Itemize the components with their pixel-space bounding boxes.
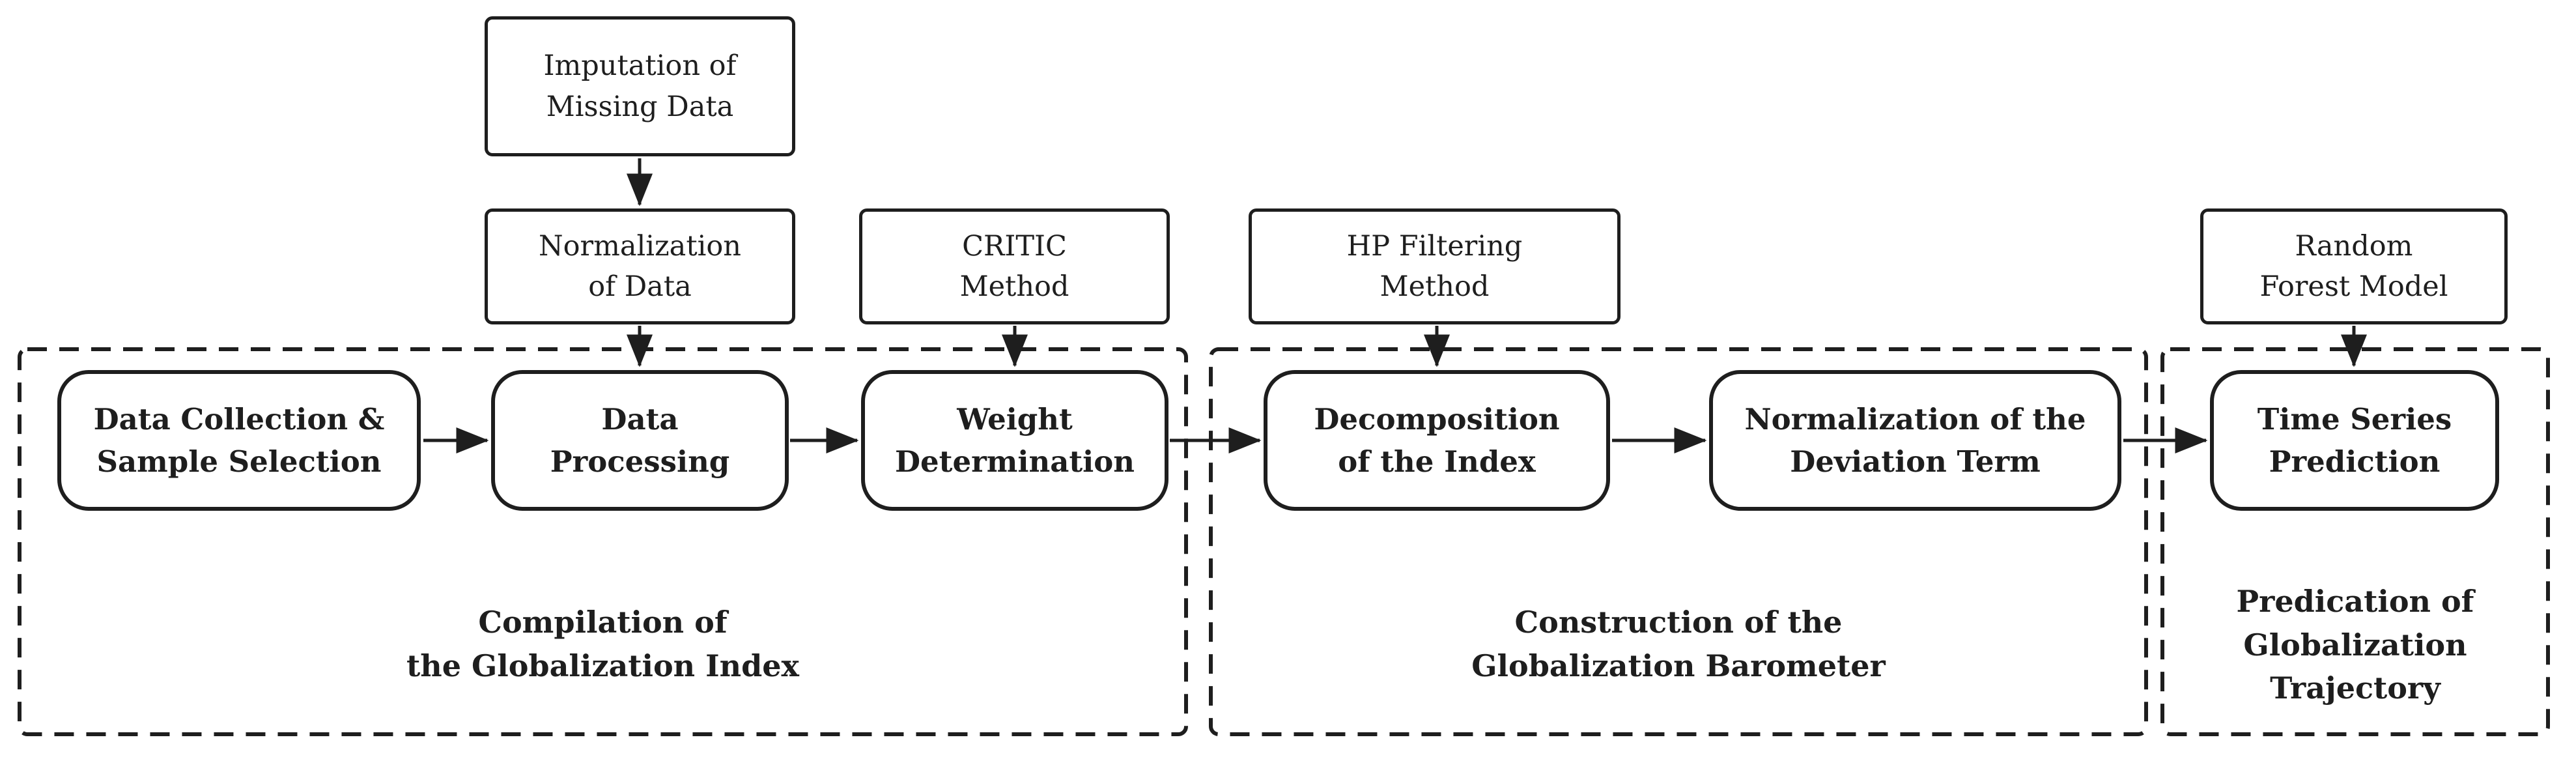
node-imputation-of-missing-data: Imputation of Missing Data xyxy=(485,16,795,156)
node-normalization-of-the-deviation-term-label: Normalization of the Deviation Term xyxy=(1744,401,2086,479)
node-critic-method: CRITIC Method xyxy=(859,208,1170,324)
node-decomposition-of-the-index-label: Decomposition of the Index xyxy=(1314,401,1560,479)
node-time-series-prediction-label: Time Series Prediction xyxy=(2257,401,2452,479)
node-normalization-of-data-label: Normalization of Data xyxy=(539,229,741,303)
stage-construction-label: Construction of the Globalization Barome… xyxy=(1471,605,1886,683)
node-random-forest-model: Random Forest Model xyxy=(2200,208,2508,324)
node-critic-method-label: CRITIC Method xyxy=(959,229,1069,303)
stage-compilation-label: Compilation of the Globalization Index xyxy=(406,605,799,683)
stage-predication-label: Predication of Globalization Trajectory xyxy=(2236,584,2474,706)
node-weight-determination: Weight Determination xyxy=(861,370,1168,511)
node-normalization-of-the-deviation-term: Normalization of the Deviation Term xyxy=(1709,370,2121,511)
node-data-collection-sample-selection-label: Data Collection & Sample Selection xyxy=(93,401,385,479)
node-random-forest-model-label: Random Forest Model xyxy=(2259,229,2448,303)
node-time-series-prediction: Time Series Prediction xyxy=(2210,370,2499,511)
node-hp-filtering-method-label: HP Filtering Method xyxy=(1346,229,1523,303)
node-data-collection-sample-selection: Data Collection & Sample Selection xyxy=(57,370,421,511)
node-decomposition-of-the-index: Decomposition of the Index xyxy=(1264,370,1610,511)
stage-compilation-container xyxy=(18,347,1188,736)
node-hp-filtering-method: HP Filtering Method xyxy=(1249,208,1621,324)
node-imputation-of-missing-data-label: Imputation of Missing Data xyxy=(543,50,737,123)
stage-construction-container xyxy=(1209,347,2148,736)
node-data-processing-label: Data Processing xyxy=(550,401,730,479)
node-weight-determination-label: Weight Determination xyxy=(895,401,1135,479)
node-data-processing: Data Processing xyxy=(491,370,789,511)
node-normalization-of-data: Normalization of Data xyxy=(485,208,795,324)
